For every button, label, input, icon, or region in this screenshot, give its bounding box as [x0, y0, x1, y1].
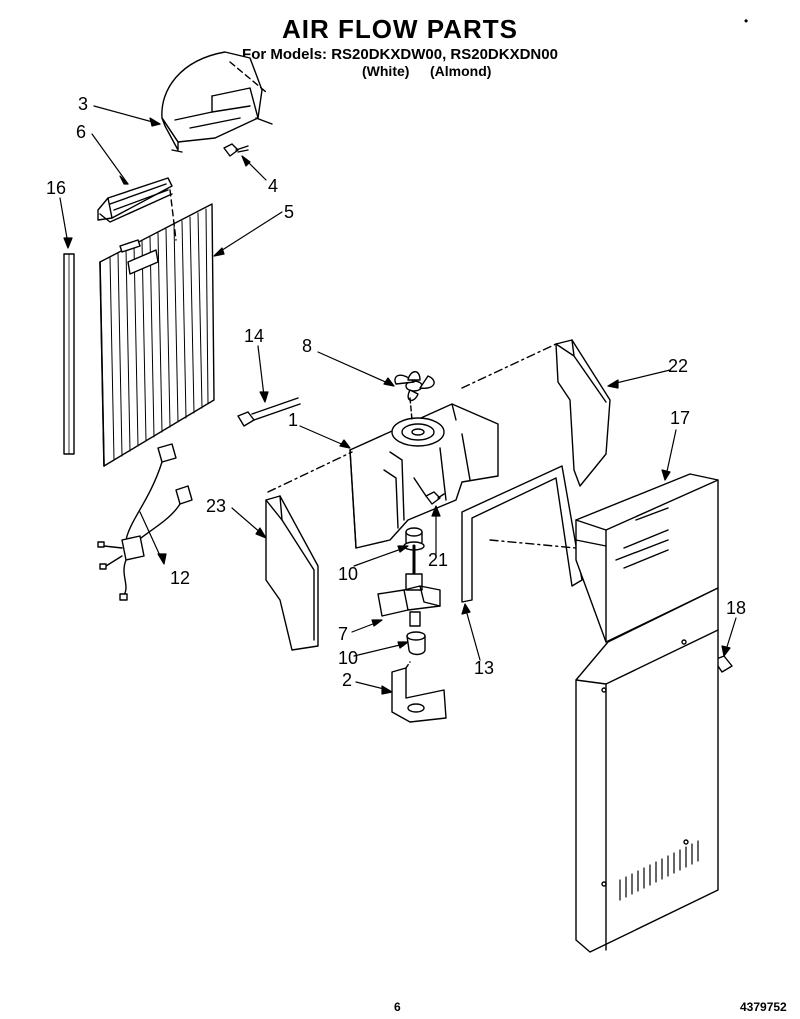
callout-21: 21	[428, 550, 448, 570]
part-13-gasket	[461, 465, 583, 603]
part-7-fan-motor	[377, 544, 441, 627]
part-8-fan-blade	[394, 371, 435, 401]
part-14-thermistor	[237, 397, 301, 427]
color-white-label: (White)	[362, 63, 410, 79]
callout-14: 14	[244, 326, 264, 346]
callout-22: 22	[668, 356, 688, 376]
callout-4: 4	[268, 176, 278, 196]
part-22-right-duct	[461, 339, 611, 487]
part-10-grommet-lower	[406, 631, 426, 656]
callout-3: 3	[78, 94, 88, 114]
callout-17: 17	[670, 408, 690, 428]
part-21-screw	[425, 491, 445, 505]
part-3-shroud	[161, 51, 273, 153]
callout-13: 13	[474, 658, 494, 678]
part-6-damper	[97, 177, 173, 223]
page-number: 6	[394, 1000, 401, 1014]
part-5-panel	[99, 189, 215, 467]
diagram-title: AIR FLOW PARTS	[282, 14, 518, 44]
part-2-bracket	[391, 661, 447, 723]
callout-23: 23	[206, 496, 226, 516]
callout-10-upper: 10	[338, 564, 358, 584]
color-almond-label: (Almond)	[430, 63, 492, 79]
callout-10-lower: 10	[338, 648, 358, 668]
part-23-left-duct	[265, 451, 353, 651]
part-12-harness	[97, 443, 193, 601]
callout-5: 5	[284, 202, 294, 222]
part-1-fan-housing	[349, 397, 499, 549]
part-number: 4379752	[740, 1000, 787, 1014]
callout-12: 12	[170, 568, 190, 588]
leader-lines	[59, 105, 737, 695]
callout-7: 7	[338, 624, 348, 644]
rear-panel	[575, 587, 719, 953]
models-line: For Models: RS20DKXDW00, RS20DKXDN00	[242, 46, 558, 63]
part-4-screw	[223, 143, 249, 157]
callout-1: 1	[288, 410, 298, 430]
part-16-strip	[63, 253, 75, 455]
callout-labels: 3 6 4 5 16 14 8 1 22 17 23 12 21 10 7 10…	[46, 94, 746, 690]
callout-2: 2	[342, 670, 352, 690]
callout-16: 16	[46, 178, 66, 198]
callout-8: 8	[302, 336, 312, 356]
callout-18: 18	[726, 598, 746, 618]
corner-mark: •	[744, 14, 749, 28]
callout-6: 6	[76, 122, 86, 142]
